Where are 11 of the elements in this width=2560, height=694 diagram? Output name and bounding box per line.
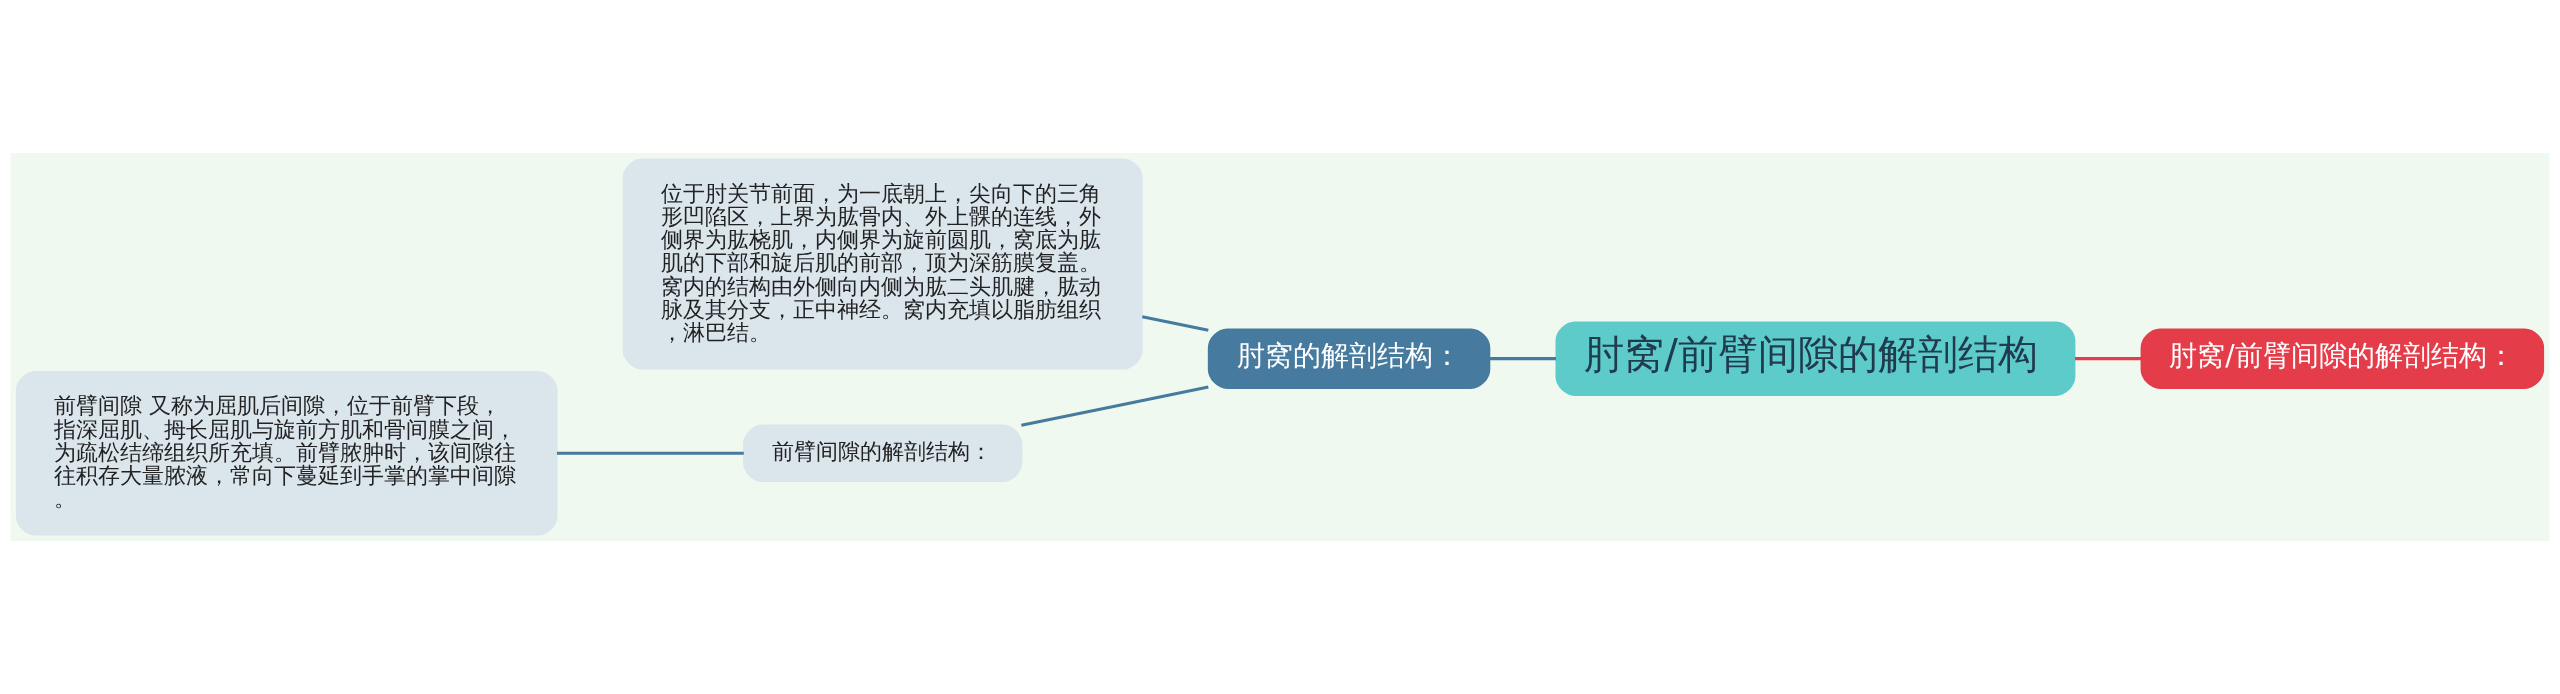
connector <box>2075 357 2142 361</box>
connector <box>556 451 744 455</box>
node-box: 前臂间隙的解剖结构： <box>743 424 1023 483</box>
connector <box>1141 315 1209 332</box>
connector <box>1021 385 1209 427</box>
connector <box>1489 357 1556 361</box>
node-box: 肘窝/前臂间隙的解剖结构： <box>2140 328 2545 389</box>
node-box: 前臂间隙 又称为屈肌后间隙，位于前臂下段，指深屈肌、拇长屈肌与旋前方肌和骨间膜之间，为疏松结缔组织所充填。前臂脓肿时，该间隙往往积存大量脓液，常向下蔓延到手掌的掌中间隙。 <box>15 371 558 536</box>
node-box: 位于肘关节前面，为一底朝上，尖向下的三角形凹陷区，上界为肱骨内、外上髁的连线，外侧界为肱桡肌，内侧界为旋前圆肌，窝底为肱肌的下部和旋后肌的前部，顶为深筋膜复盖。窝内的结构由外侧向内侧为肱二头肌腱，肱动脉及其分支，正中神经。窝内充填以脂肪组织，淋巴结。 <box>622 158 1143 370</box>
node-box: 肘窝/前臂间隙的解剖结构 <box>1555 321 2076 396</box>
node-box: 肘窝的解剖结构： <box>1207 328 1491 389</box>
